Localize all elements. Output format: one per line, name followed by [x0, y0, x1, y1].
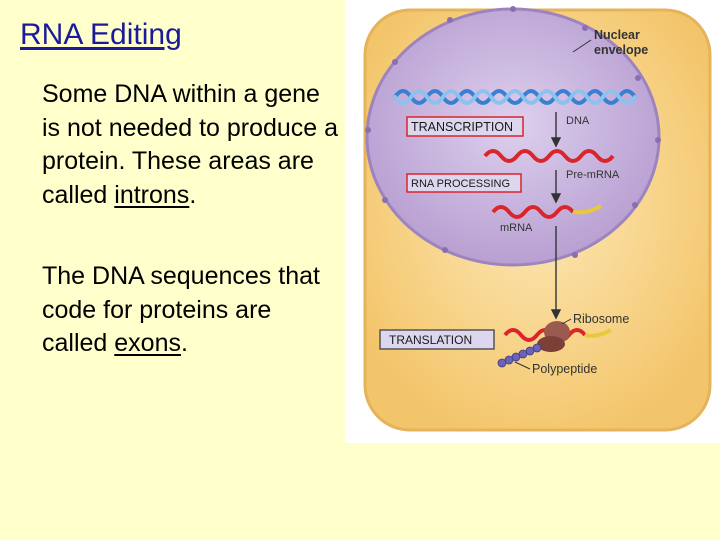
transcription-label: TRANSCRIPTION: [411, 120, 513, 134]
exons-paragraph: The DNA sequences that code for proteins…: [42, 260, 342, 361]
introns-period: .: [189, 180, 197, 209]
nuclear-pores: [365, 6, 661, 258]
rna-processing-label: RNA PROCESSING: [411, 178, 510, 190]
nuclear-envelope-line2: envelope: [594, 43, 648, 57]
mrna-strand: [491, 205, 575, 219]
slide-title: RNA Editing: [20, 18, 182, 51]
introns-keyword: introns: [114, 180, 190, 209]
dna-helix: [393, 89, 637, 105]
protein-synthesis-figure: TRANSCRIPTION RNA PROCESSING TRANSLATION…: [345, 0, 720, 443]
dna-label: DNA: [566, 115, 590, 127]
nuclear-envelope-pointer: [572, 39, 592, 53]
polypeptide-label: Polypeptide: [532, 362, 597, 376]
polypeptide-chain: [497, 343, 542, 368]
translation-box: [379, 329, 495, 350]
ribosome-label: Ribosome: [573, 312, 629, 326]
translation-label: TRANSLATION: [389, 333, 472, 347]
cytoplasm-mrna-tail: [584, 328, 612, 338]
exons-keyword: exons: [114, 329, 181, 357]
exons-text: The DNA sequences that code for proteins…: [42, 262, 320, 357]
nuclear-envelope-line1: Nuclear: [594, 28, 640, 42]
rna-processing-box: [406, 173, 522, 193]
exons-period: .: [180, 329, 188, 357]
mrna-label: mRNA: [500, 222, 533, 234]
transcription-box: [406, 116, 524, 137]
mrna-tail: [572, 204, 602, 215]
ribosome-pointer: [561, 318, 572, 325]
introns-text: Some DNA within a gene is not needed to …: [42, 80, 339, 209]
polypeptide-pointer: [514, 361, 531, 370]
introns-paragraph: Some DNA within a gene is not needed to …: [42, 78, 342, 212]
flow-arrows: [550, 112, 562, 320]
pre-mrna-label: Pre-mRNA: [566, 169, 620, 181]
pre-mrna-strand: [483, 149, 615, 163]
ribosome-small-subunit: [537, 336, 565, 352]
